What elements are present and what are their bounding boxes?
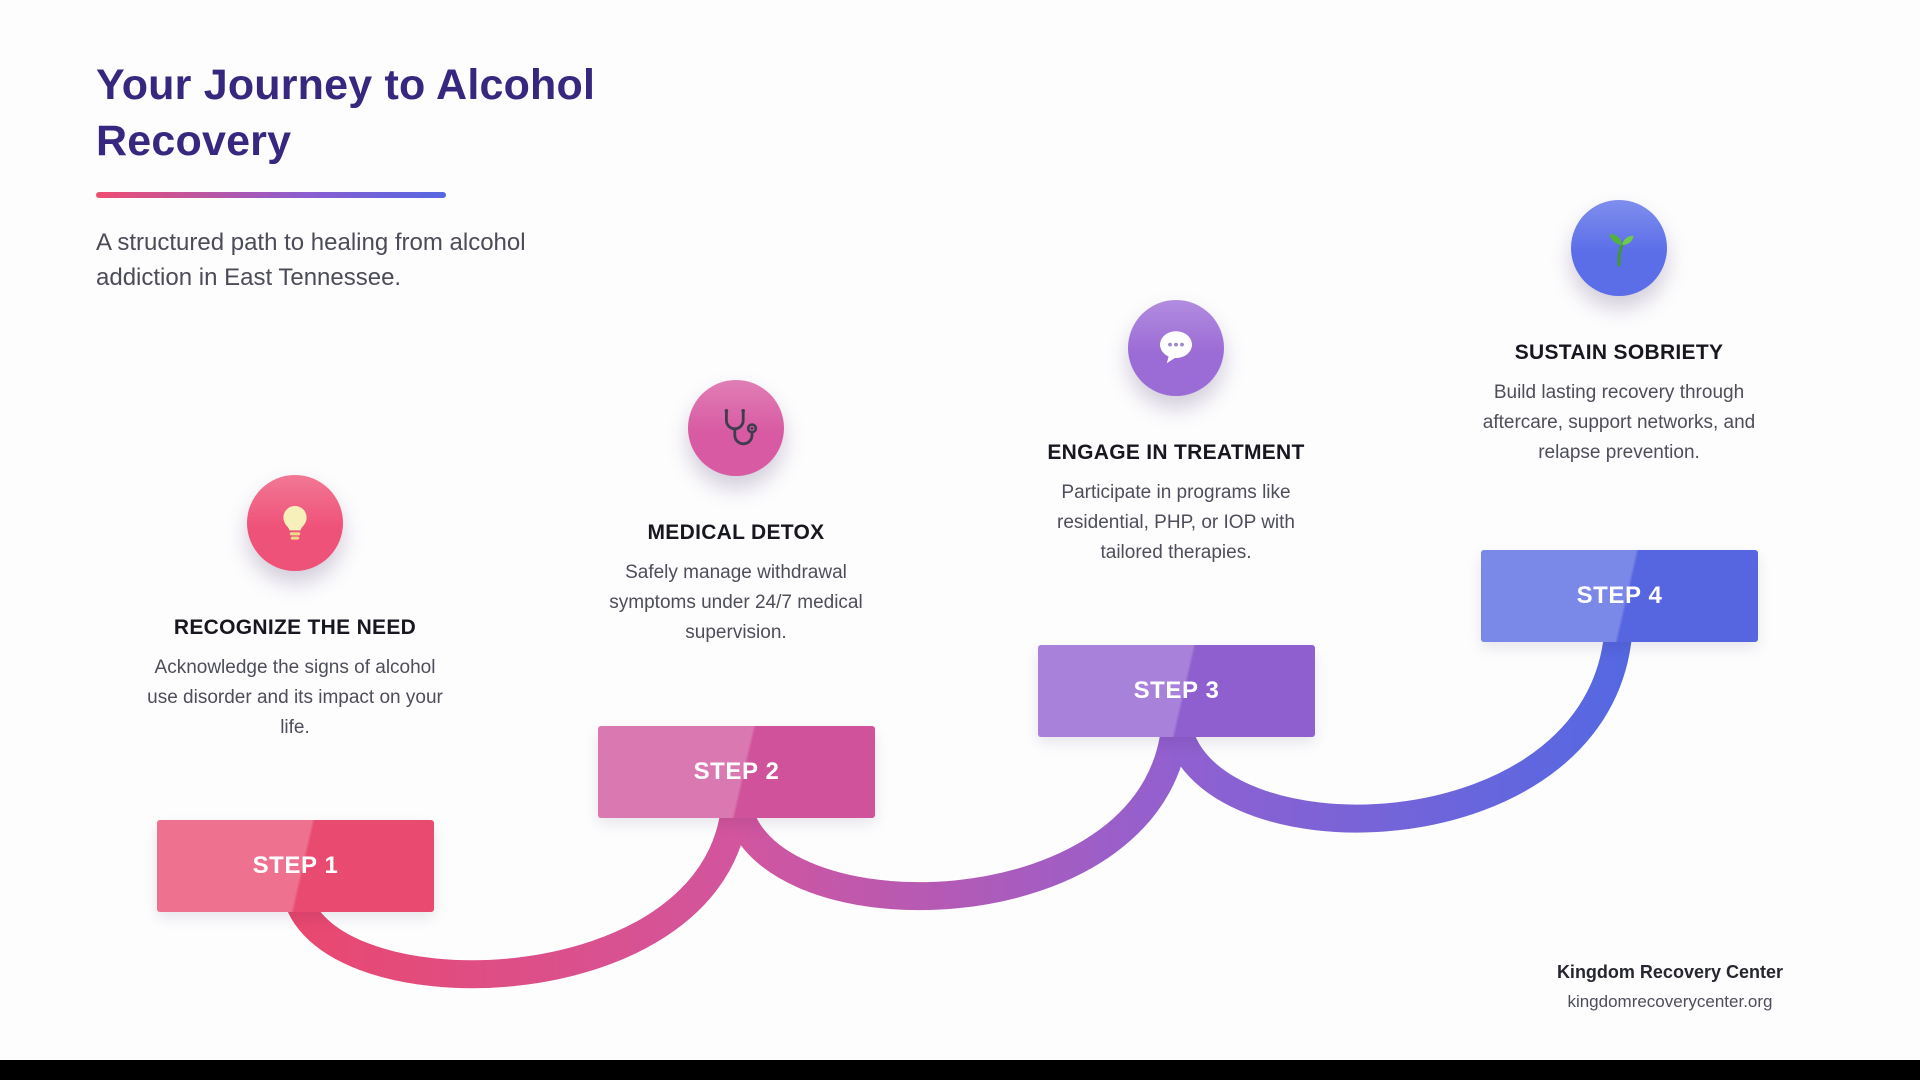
step-4-box: STEP 4: [1481, 550, 1758, 642]
step-3-box: STEP 3: [1038, 645, 1315, 737]
step-2-heading: MEDICAL DETOX: [647, 521, 825, 544]
step-1-box: STEP 1: [157, 820, 434, 912]
step-1-label: STEP 1: [252, 852, 339, 879]
stethoscope-icon: [724, 409, 758, 446]
step-3-label: STEP 3: [1133, 677, 1220, 704]
step-1-description: Acknowledge the signs of alcohol use dis…: [147, 657, 443, 739]
seedling-icon: [1609, 233, 1634, 267]
lightbulb-icon: [247, 475, 343, 571]
lightbulb-icon: [283, 506, 307, 540]
page-subtitle: A structured path to healing from alcoho…: [96, 228, 526, 291]
step-2-description: Safely manage withdrawal symptoms under …: [609, 562, 863, 644]
header: Your Journey to Alcohol Recovery A struc…: [96, 58, 656, 295]
arc-step1-step2: [281, 789, 750, 989]
footer-org-name: Kingdom Recovery Center: [1556, 962, 1783, 982]
stethoscope-icon: [688, 380, 784, 476]
accent-underline: [96, 191, 446, 198]
speech-bubble-icon: [1160, 331, 1192, 364]
step-3-info: ENGAGE IN TREATMENT Participate in progr…: [1016, 300, 1336, 568]
step-3-heading: ENGAGE IN TREATMENT: [1047, 441, 1305, 464]
step-2-info: MEDICAL DETOX Safely manage withdrawal s…: [576, 380, 896, 648]
step-2-box: STEP 2: [598, 726, 875, 818]
step-2-label: STEP 2: [693, 758, 780, 785]
page-title: Your Journey to Alcohol Recovery: [96, 61, 596, 165]
step-3-description: Participate in programs like residential…: [1057, 482, 1295, 564]
seedling-icon: [1571, 200, 1667, 296]
speech-bubble-icon: [1128, 300, 1224, 396]
step-4-label: STEP 4: [1576, 582, 1663, 609]
step-4-description: Build lasting recovery through aftercare…: [1482, 382, 1756, 464]
arc-step3-step4: [1162, 614, 1633, 833]
bottom-bar: [0, 1060, 1920, 1080]
step-4-info: SUSTAIN SOBRIETY Build lasting recovery …: [1459, 200, 1779, 468]
step-1-heading: RECOGNIZE THE NEED: [173, 616, 417, 639]
step-4-heading: SUSTAIN SOBRIETY: [1514, 341, 1724, 364]
footer: Kingdom Recovery Center kingdomrecoveryc…: [1557, 962, 1783, 1012]
arc-step2-step3: [722, 709, 1190, 911]
footer-website: kingdomrecoverycenter.org: [1567, 992, 1773, 1011]
step-1-info: RECOGNIZE THE NEED Acknowledge the signs…: [135, 475, 455, 743]
